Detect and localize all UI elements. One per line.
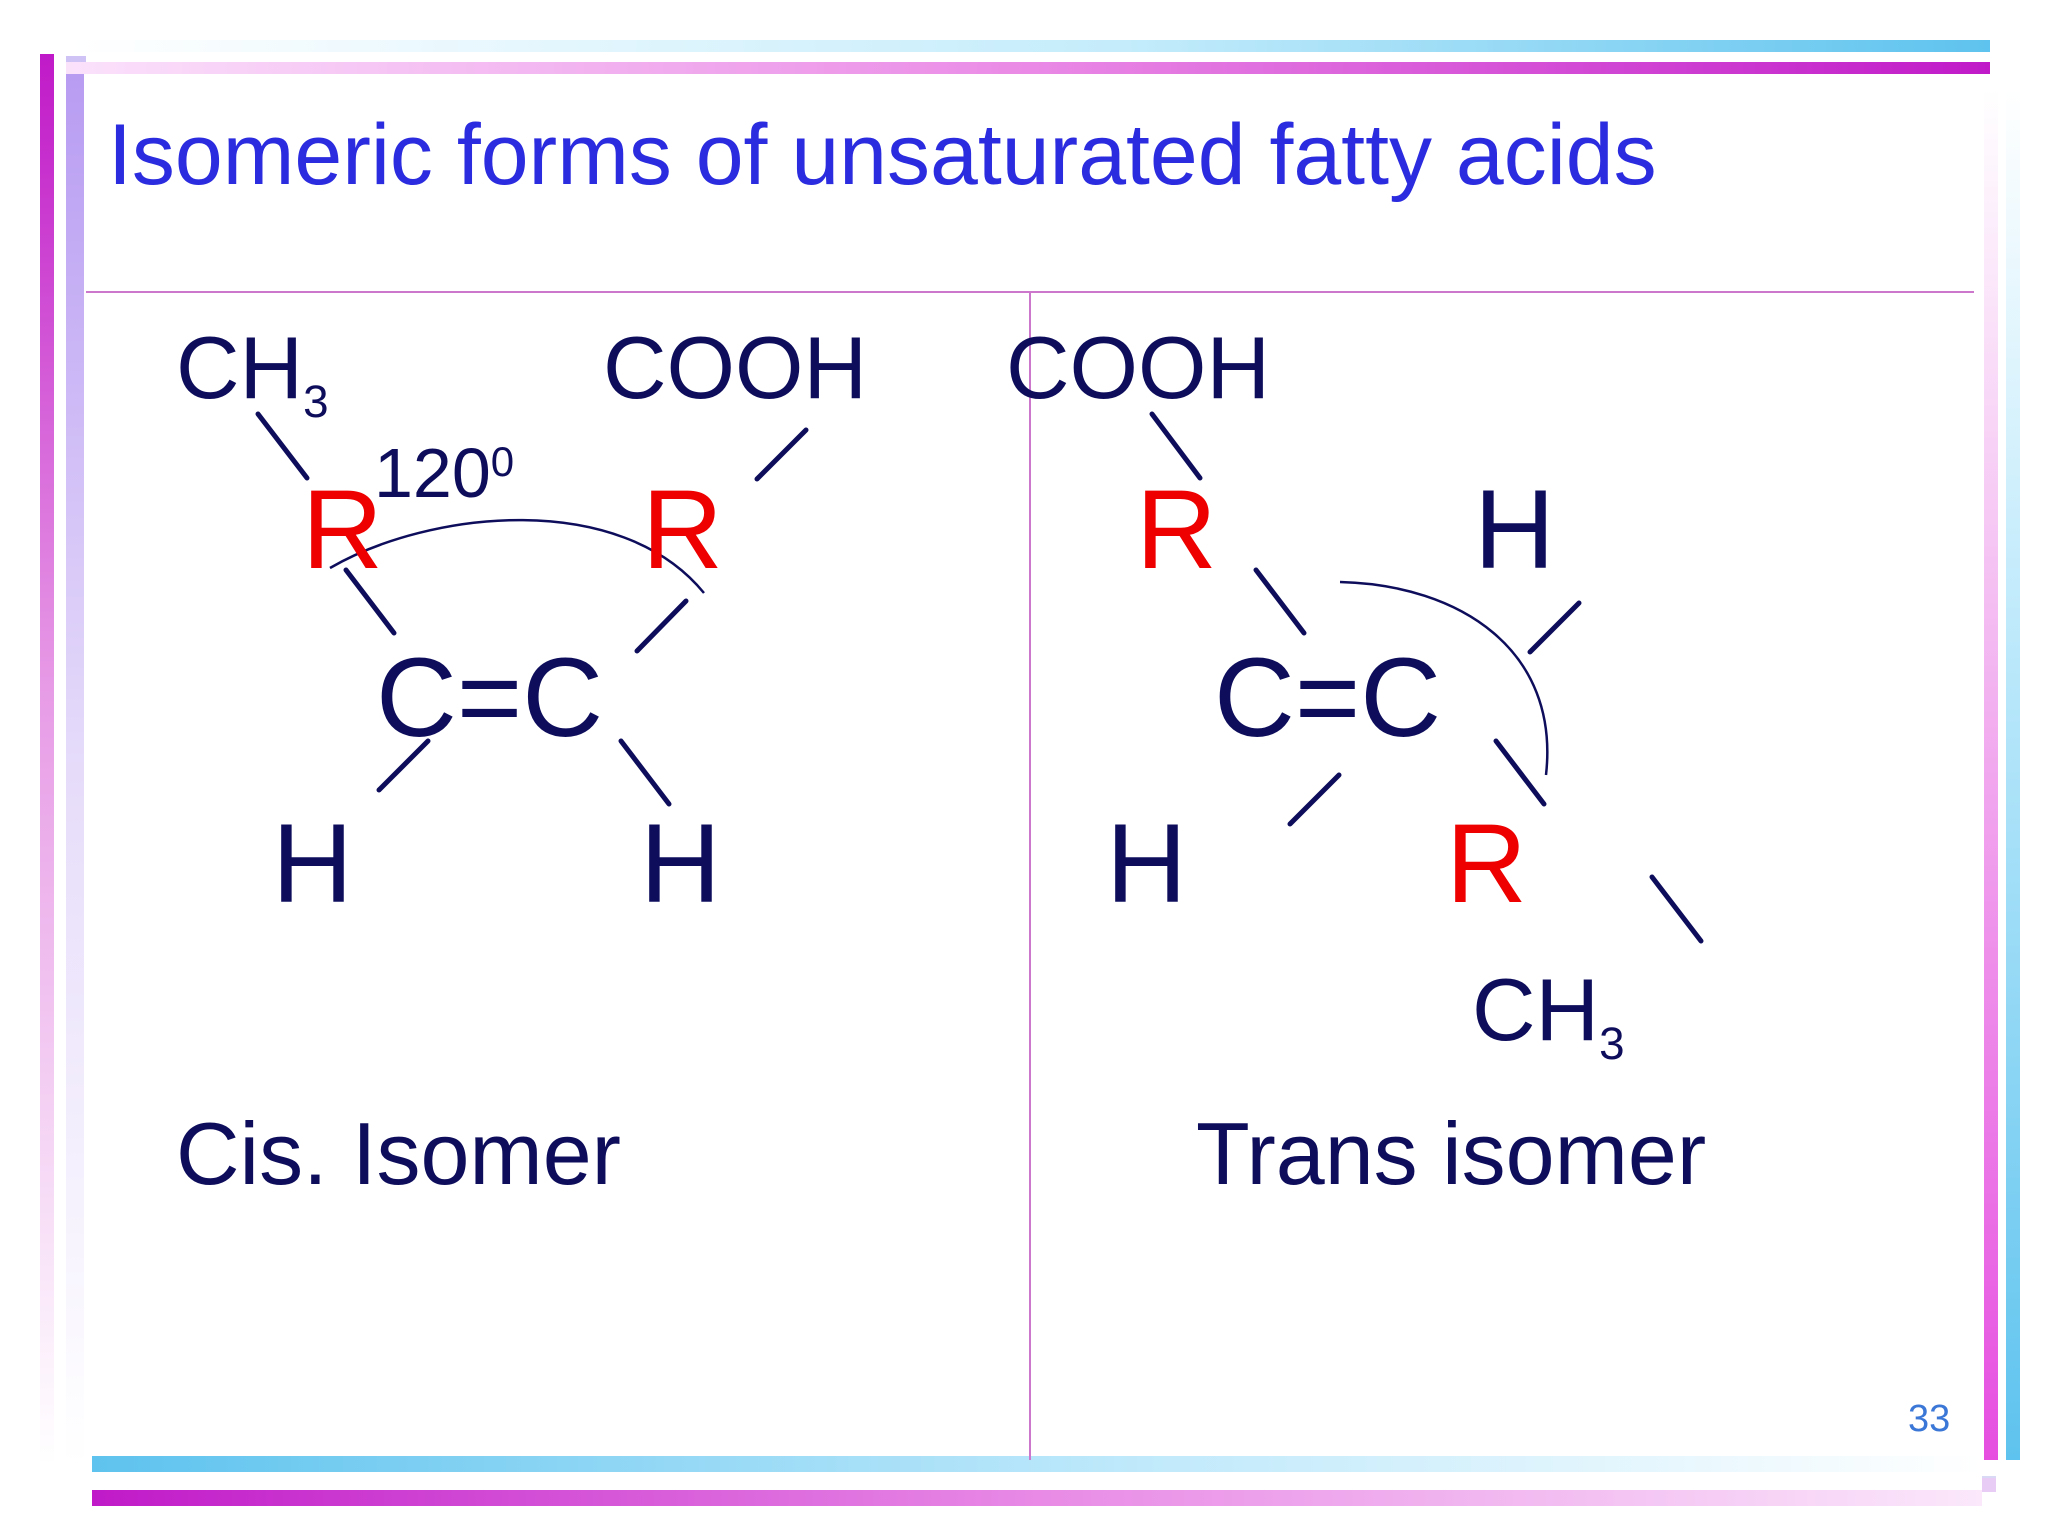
trans-angle-arc (1339, 580, 1549, 776)
trans-r-bottom: R (1446, 801, 1527, 926)
trans-h-top: H (1474, 467, 1555, 592)
page-number: 33 (1908, 1398, 1951, 1440)
trans-ch3-label: CH3 (1472, 966, 1625, 1067)
cis-bond-r-c-left (343, 567, 397, 636)
cis-ch3-subscript: 3 (303, 376, 329, 428)
trans-ch3-text: CH (1472, 960, 1600, 1059)
cis-bond-c-h-left (376, 738, 431, 793)
cis-r-left: R (302, 467, 383, 592)
trans-bond-r-c (1253, 567, 1307, 636)
cis-bond-c-h-right (618, 738, 672, 807)
cis-angle-arc (329, 518, 705, 594)
cis-cooh-label: COOH (603, 318, 867, 417)
cis-bond-ch3-r (255, 411, 310, 481)
trans-isomer-caption: Trans isomer (1196, 1104, 1707, 1203)
trans-r-top: R (1136, 467, 1217, 592)
trans-ch3-subscript: 3 (1599, 1018, 1625, 1070)
cis-angle-value: 120 (374, 434, 491, 512)
trans-bond-cooh-r (1149, 411, 1203, 481)
cis-double-bond: C=C (376, 635, 604, 760)
trans-bond-r-ch3 (1649, 874, 1704, 944)
cis-bond-cooh-r (754, 427, 809, 482)
slide-title: Isomeric forms of unsaturated fatty acid… (108, 107, 1657, 203)
cis-angle-label: 1200 (374, 438, 514, 508)
trans-bond-c-r-bottom (1493, 738, 1547, 807)
trans-cooh-label: COOH (1006, 318, 1270, 417)
trans-double-bond: C=C (1214, 635, 1442, 760)
cis-h-right: H (640, 801, 721, 926)
cis-r-right: R (642, 467, 723, 592)
cis-bond-r-c-right (634, 598, 689, 654)
cis-isomer-caption: Cis. Isomer (176, 1104, 621, 1203)
cis-angle-degree: 0 (490, 438, 515, 485)
cis-h-left: H (272, 801, 353, 926)
trans-h-bottom: H (1106, 801, 1187, 926)
cis-ch3-text: CH (176, 318, 304, 417)
trans-bond-c-h-top (1527, 600, 1582, 655)
cis-ch3-label: CH3 (176, 324, 329, 425)
trans-bond-c-h-bottom (1287, 772, 1342, 827)
